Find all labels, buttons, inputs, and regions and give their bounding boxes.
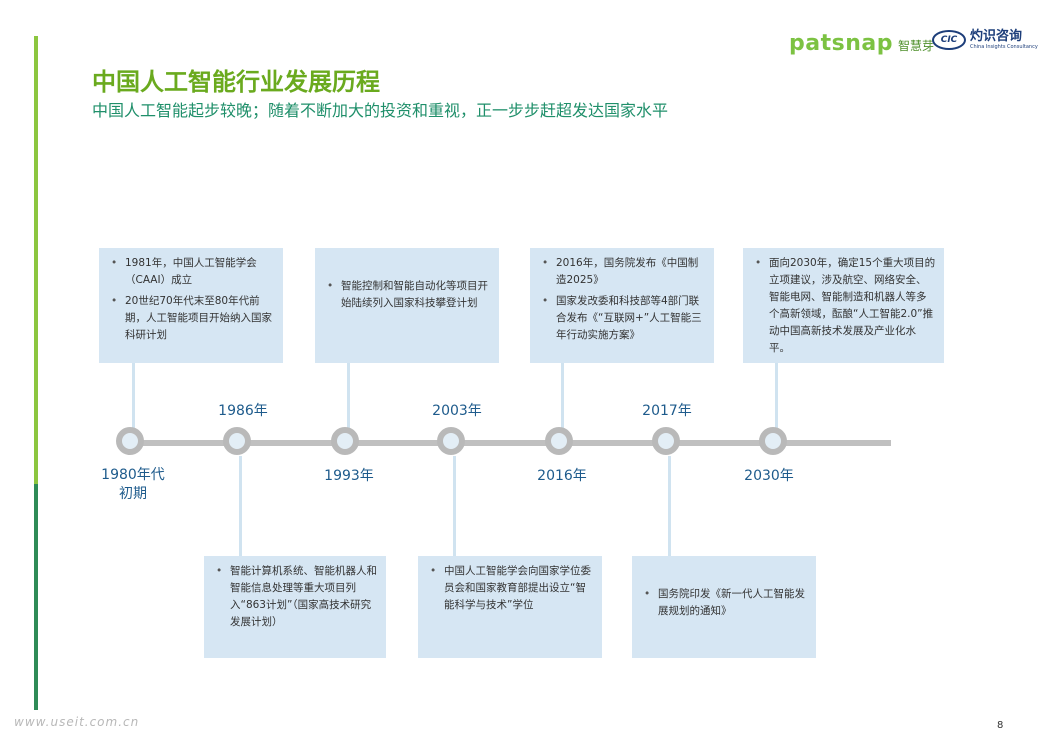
event-box-2016: 2016年，国务院发布《中国制造2025》 国家发改委和科技部等4部门联合发布《… <box>530 248 714 363</box>
connector-2030 <box>775 363 778 430</box>
year-label-1980s-line1: 1980年代 <box>101 467 165 483</box>
event-box-1986: 智能计算机系统、智能机器人和智能信息处理等重大项目列入“863计划”（国家高技术… <box>204 556 386 658</box>
watermark: www.useit.com.cn <box>14 715 140 729</box>
timeline-node-2003 <box>437 427 465 455</box>
connector-1986 <box>239 456 242 556</box>
patsnap-logo: patsnap 智慧芽 <box>789 31 934 56</box>
connector-2016 <box>561 363 564 430</box>
timeline-node-1986 <box>223 427 251 455</box>
year-label-1980s: 1980年代 初期 <box>92 466 174 504</box>
event-box-2017: 国务院印发《新一代人工智能发展规划的通知》 <box>632 556 816 658</box>
accent-bar-bottom <box>34 484 38 710</box>
timeline-node-2016 <box>545 427 573 455</box>
event-item: 国家发改委和科技部等4部门联合发布《“互联网+”人工智能三年行动实施方案》 <box>538 293 706 344</box>
event-item: 1981年，中国人工智能学会（CAAI）成立 <box>107 255 275 289</box>
year-label-1980s-line2: 初期 <box>119 486 147 502</box>
event-item: 面向2030年，确定15个重大项目的立项建议，涉及航空、网络安全、智能电网、智能… <box>751 255 936 357</box>
connector-2017 <box>668 456 671 556</box>
cic-logo: CIC 灼识咨询 China Insights Consultancy <box>932 30 1038 50</box>
accent-bar-top <box>34 36 38 484</box>
cic-logo-en: China Insights Consultancy <box>970 44 1038 50</box>
event-item: 智能计算机系统、智能机器人和智能信息处理等重大项目列入“863计划”（国家高技术… <box>212 563 378 631</box>
page-number: 8 <box>997 720 1004 731</box>
event-item: 中国人工智能学会向国家学位委员会和国家教育部提出设立“智能科学与技术”学位 <box>426 563 594 614</box>
patsnap-logo-word: patsnap <box>789 31 893 56</box>
patsnap-logo-cn: 智慧芽 <box>897 39 934 53</box>
year-label-2003: 2003年 <box>432 403 482 419</box>
year-label-1986: 1986年 <box>218 403 268 419</box>
event-box-1993: 智能控制和智能自动化等项目开始陆续列入国家科技攀登计划 <box>315 248 499 363</box>
cic-logo-mark: CIC <box>932 30 966 50</box>
event-box-1980s: 1981年，中国人工智能学会（CAAI）成立 20世纪70年代末至80年代前期，… <box>99 248 283 363</box>
timeline-axis <box>120 440 891 446</box>
timeline-node-2030 <box>759 427 787 455</box>
year-label-2017: 2017年 <box>642 403 692 419</box>
event-item: 智能控制和智能自动化等项目开始陆续列入国家科技攀登计划 <box>323 278 491 312</box>
year-label-1993: 1993年 <box>324 468 374 484</box>
year-label-2016: 2016年 <box>537 468 587 484</box>
timeline-node-2017 <box>652 427 680 455</box>
event-box-2030: 面向2030年，确定15个重大项目的立项建议，涉及航空、网络安全、智能电网、智能… <box>743 248 944 363</box>
connector-2003 <box>453 456 456 556</box>
event-item: 20世纪70年代末至80年代前期，人工智能项目开始纳入国家科研计划 <box>107 293 275 344</box>
connector-1993 <box>347 363 350 430</box>
event-item: 国务院印发《新一代人工智能发展规划的通知》 <box>640 586 808 620</box>
event-box-2003: 中国人工智能学会向国家学位委员会和国家教育部提出设立“智能科学与技术”学位 <box>418 556 602 658</box>
connector-1980s <box>132 363 135 430</box>
timeline-node-1993 <box>331 427 359 455</box>
timeline-node-1980s <box>116 427 144 455</box>
page-title: 中国人工智能行业发展历程 <box>92 68 380 96</box>
year-label-2030: 2030年 <box>744 468 794 484</box>
page-subtitle: 中国人工智能起步较晚；随着不断加大的投资和重视，正一步步赶超发达国家水平 <box>92 101 669 120</box>
cic-logo-cn: 灼识咨询 <box>970 29 1023 44</box>
event-item: 2016年，国务院发布《中国制造2025》 <box>538 255 706 289</box>
